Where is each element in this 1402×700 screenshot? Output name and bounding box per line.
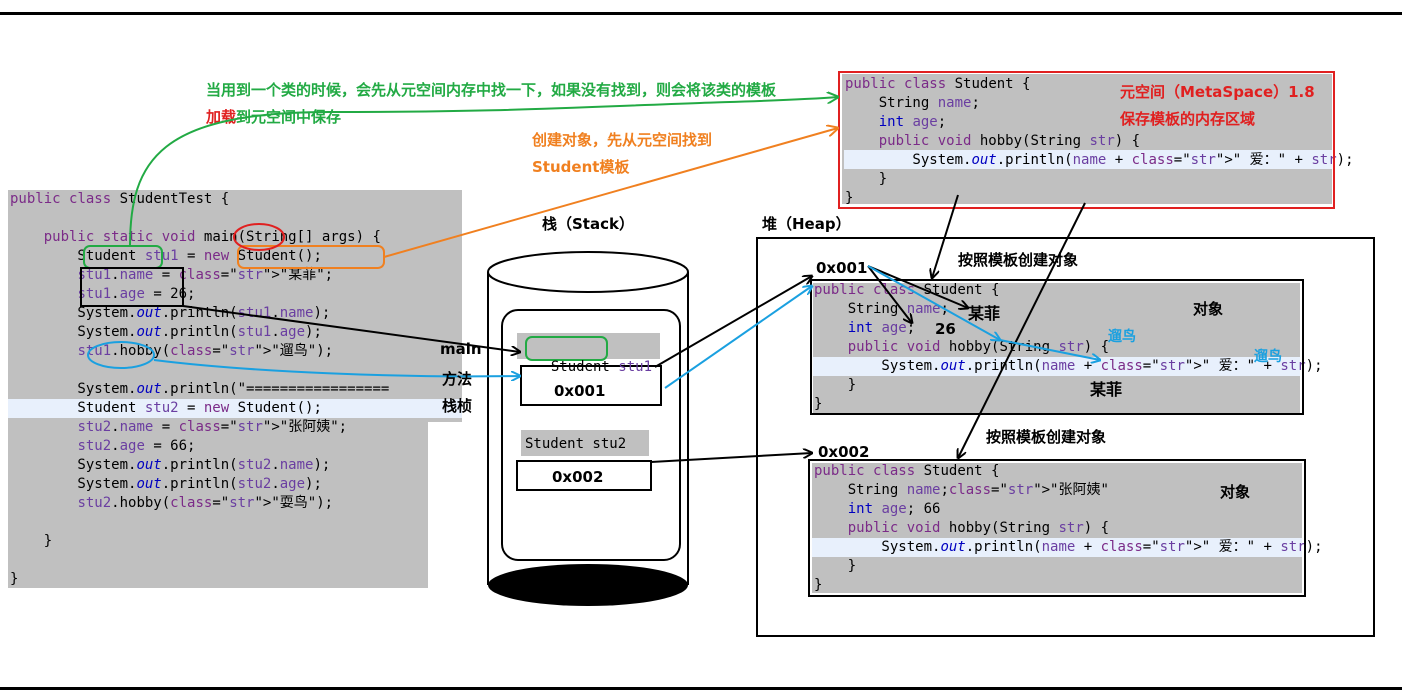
main-frame-label-3: 栈桢 <box>442 397 473 415</box>
orange-note-line1: 创建对象，先从元空间找到 <box>532 131 713 149</box>
heap-object2-code: public class Student { String name;class… <box>814 462 1323 595</box>
main-frame-label-1: main <box>440 340 482 358</box>
heap1-age-value: 26 <box>935 320 956 338</box>
code-left-line <box>10 551 389 570</box>
code-left-line: System.out.println(stu1.age); <box>10 324 322 340</box>
code-heap2-line: } <box>814 558 857 574</box>
metaspace-title: 元空间（MetaSpace）1.8 <box>1120 83 1315 101</box>
heap1-hobby-note-1: 遛鸟 <box>1108 329 1136 345</box>
code-left-line: stu2.age = 66; <box>77 438 196 454</box>
heap-address-1: 0x001 <box>816 259 868 277</box>
stack-var-stu1: Student stu1 <box>534 339 652 377</box>
stack-var-stu1-type: Student <box>550 359 610 375</box>
code-left-line <box>10 513 389 532</box>
code-meta-line: } <box>845 190 854 206</box>
stack-title: 栈（Stack） <box>542 215 634 233</box>
create-from-template-label-2: 按照模板创建对象 <box>986 428 1107 446</box>
code-left-line: stu1.name = class="str">"某菲"; <box>77 267 334 283</box>
heap-object2 <box>808 459 1306 597</box>
stack-var-stu1-name: stu1 <box>609 359 653 375</box>
student-test-code-panel-lower <box>8 422 428 588</box>
code-left-line <box>10 361 389 380</box>
metaspace-subtitle: 保存模板的内存区域 <box>1120 110 1256 128</box>
code-heap1-line: } <box>814 377 857 393</box>
current-line-highlight <box>8 399 462 418</box>
heap-object1-label: 对象 <box>1193 300 1224 318</box>
heap-object2-code-panel <box>812 463 1302 593</box>
code-left-line: public static void main(String[] args) { <box>43 229 381 245</box>
code-meta-line: public class Student { <box>845 76 1031 92</box>
code-meta-line: } <box>845 171 888 187</box>
code-heap2-line: String name;class="str">"张阿姨" <box>814 482 1109 498</box>
orange-note-line2: Student模板 <box>532 158 630 176</box>
code-left-line: } <box>10 571 19 587</box>
code-meta-line: String name; <box>845 95 980 111</box>
heap1-hobby-note-2: 遛鸟 <box>1254 349 1282 365</box>
code-left-line: stu2.name = class="str">"张阿姨"; <box>77 419 348 435</box>
code-meta-line: int age; <box>878 114 947 130</box>
code-left-line: stu1.age = 26; <box>77 286 196 302</box>
heap1-name-value: 某菲 <box>968 304 1001 323</box>
code-left-line: System.out.println(stu2.name); <box>10 457 331 473</box>
green-note-load-word: 加载 <box>206 108 237 126</box>
stack-cylinder <box>487 251 689 606</box>
heap-object2-label: 对象 <box>1220 483 1251 501</box>
student-test-code: public class StudentTest { public static… <box>10 190 389 589</box>
code-left-line: Student stu2 = new Student(); <box>10 400 322 416</box>
heap-title: 堆（Heap） <box>762 215 851 233</box>
metaspace-student-class-code: public class Student { String name; int … <box>845 75 1354 208</box>
code-left-line: System.out.println("================= <box>10 381 390 397</box>
heap-object1 <box>810 279 1304 415</box>
stack-var-stu2: Student stu2 <box>525 436 627 452</box>
heap-address-2: 0x002 <box>818 443 870 461</box>
code-left-line: stu2.hobby(class="str">"耍鸟"); <box>77 495 334 511</box>
green-note-line2: 加载到元空间中保存 <box>206 106 341 127</box>
code-left-line: } <box>10 533 53 549</box>
green-note-rest: 到元空间中保存 <box>236 108 342 126</box>
heap1-name-below: 某菲 <box>1090 380 1123 399</box>
code-left-line: System.out.println(stu2.age); <box>10 476 322 492</box>
top-rule <box>0 12 1402 15</box>
code-heap2-line: public class Student { <box>814 463 1000 479</box>
code-left-line <box>10 209 389 228</box>
code-left-line: Student stu1 = new Student(); <box>10 248 322 264</box>
heap-object2-line-highlight <box>812 538 1302 557</box>
metaspace-code-panel <box>842 74 1332 204</box>
code-heap2-line: System.out.println(name + class="str">" … <box>814 539 1323 555</box>
metaspace-line-highlight <box>844 150 1332 169</box>
code-meta-line: public void hobby(String str) { <box>878 133 1141 149</box>
code-heap2-line: } <box>814 577 823 593</box>
code-left-line: stu1.hobby(class="str">"遛鸟"); <box>77 343 334 359</box>
code-left-line: public class StudentTest { <box>10 191 230 207</box>
bottom-rule <box>0 687 1402 690</box>
stack-address-1: 0x001 <box>554 382 606 400</box>
code-heap2-line: public void hobby(String str) { <box>847 520 1110 536</box>
code-heap1-line: } <box>814 396 823 412</box>
stack-address-2: 0x002 <box>552 468 604 486</box>
green-note-line1: 当用到一个类的时候，会先从元空间内存中找一下，如果没有找到，则会将该类的模板 <box>206 81 777 99</box>
metaspace-region <box>838 71 1335 209</box>
code-heap2-line: int age; 66 <box>847 501 941 517</box>
create-from-template-label-1: 按照模板创建对象 <box>958 251 1079 269</box>
code-meta-line: System.out.println(name + class="str">" … <box>845 152 1354 168</box>
code-left-line: System.out.println(stu1.name); <box>10 305 331 321</box>
main-frame-label-2: 方法 <box>442 370 473 388</box>
